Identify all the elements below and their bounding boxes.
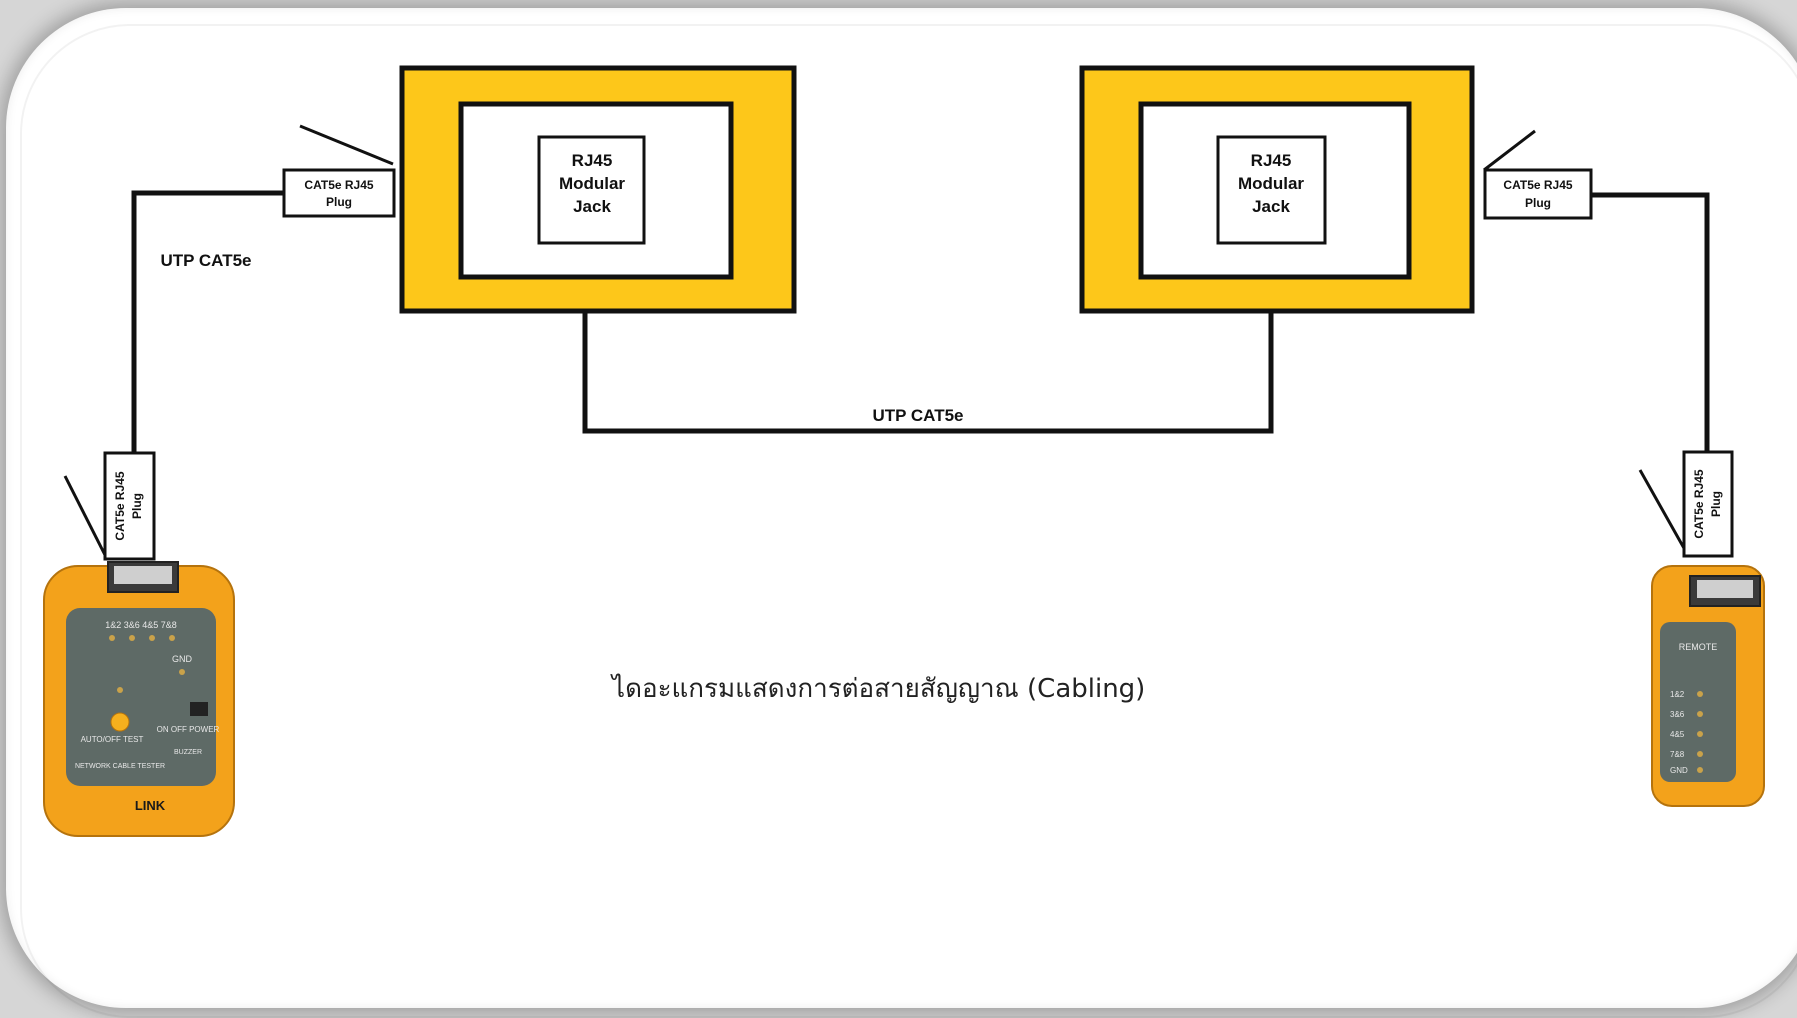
tester-main-test-button [110,712,130,732]
jack-right-label-line3: Jack [1252,197,1290,216]
tester-remote-led-label: 4&5 [1670,730,1685,739]
plug-bottom-left-line2: Plug [130,493,144,519]
tester-main-led-1 [109,635,115,641]
plug-bottom-right-line2: Plug [1709,491,1723,517]
wall-jack-left: RJ45 Modular Jack [399,65,797,314]
tester-main-led-3 [149,635,155,641]
tester-main-brand-logo: LINK [135,798,166,813]
tester-main-port-inner [114,566,172,584]
plug-top-left-line1: CAT5e RJ45 [304,178,373,192]
jack-left-label-line3: Jack [573,197,611,216]
cable-middle [582,311,1274,434]
tester-remote-led-label: 3&6 [1670,710,1685,719]
tester-remote-led [1697,711,1703,717]
jack-left-label-line2: Modular [559,174,625,193]
plug-bottom-left-line1: CAT5e RJ45 [113,471,127,540]
cable-middle-label: UTP CAT5e [872,406,963,425]
plug-latch-bottom-left [63,475,107,556]
plug-body-bottom-left [103,451,156,561]
cable-tester-main: 1&2 3&6 4&5 7&8 GND AUTO/OFF TEST ON OFF… [43,561,235,837]
jack-module-right [1216,135,1327,245]
jack-left-label-line1: RJ45 [572,151,613,170]
jack-module-left [537,135,646,245]
plug-top-left: CAT5e RJ45 Plug [282,124,396,218]
diagram-caption: ไดอะแกรมแสดงการต่อสายสัญญาณ (Cabling) [612,674,1146,704]
tester-main-buzzer-label: BUZZER [174,749,202,756]
cable-right [1591,192,1710,452]
plug-body-top-left [282,168,396,218]
tester-main-gnd-led [179,669,185,675]
tester-main-led-2 [129,635,135,641]
cabling-diagram: RJ45 Modular Jack RJ45 Modular Jack UTP … [43,65,1765,837]
jack-right-label-line1: RJ45 [1251,151,1292,170]
tester-remote-led-label: GND [1670,766,1688,775]
plug-body-bottom-right [1682,450,1734,558]
tester-main-test-label: AUTO/OFF TEST [81,735,144,744]
tester-remote-led-label: 1&2 [1670,690,1685,699]
tester-main-panel [66,608,216,786]
plug-top-right-line1: CAT5e RJ45 [1503,178,1572,192]
plug-bottom-left: CAT5e RJ45 Plug [63,451,156,561]
plug-top-right: CAT5e RJ45 Plug [1483,129,1593,220]
tester-main-product-label: NETWORK CABLE TESTER [75,763,165,770]
plug-body-top-right [1483,168,1593,220]
tester-main-power-label: ON OFF POWER [157,725,220,734]
tester-main-gnd-label: GND [172,654,193,664]
tester-remote-led [1697,691,1703,697]
plug-bottom-right-line1: CAT5e RJ45 [1692,469,1706,538]
tester-remote-title: REMOTE [1679,642,1718,652]
plug-top-right-line2: Plug [1525,196,1551,210]
wall-jack-right: RJ45 Modular Jack [1079,65,1475,314]
tester-main-led-4 [169,635,175,641]
tester-remote-led [1697,731,1703,737]
tester-main-led-labels: 1&2 3&6 4&5 7&8 [105,620,177,630]
tester-main-power-switch [190,702,208,716]
tester-main-indicator [117,687,123,693]
plug-top-left-line2: Plug [326,195,352,209]
tester-remote-led [1697,751,1703,757]
tester-remote-led-label: 7&8 [1670,750,1685,759]
plug-latch-bottom-right [1638,469,1687,551]
cable-left-label: UTP CAT5e [160,251,251,270]
cable-tester-remote: REMOTE 1&2 3&6 4&5 7&8 GND [1651,565,1765,807]
jack-right-label-line2: Modular [1238,174,1304,193]
plug-latch-top-left [299,124,394,166]
tester-remote-led [1697,767,1703,773]
cable-left [131,190,284,454]
plug-bottom-right: CAT5e RJ45 Plug [1638,450,1734,558]
diagram-stage: RJ45 Modular Jack RJ45 Modular Jack UTP … [6,8,1797,1018]
plug-latch-top-right [1483,129,1536,172]
tester-remote-port-inner [1697,580,1753,598]
tester-remote-panel [1660,622,1736,782]
